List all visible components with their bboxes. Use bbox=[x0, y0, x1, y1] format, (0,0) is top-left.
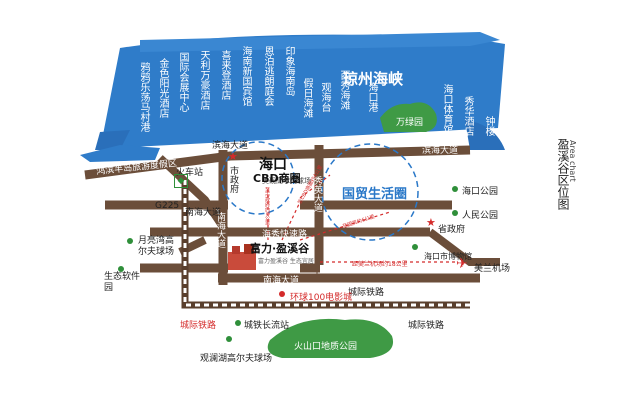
park-huoshan-label: 火山口地质公园 bbox=[294, 342, 358, 352]
road-nanhai-mid: 南海大道 bbox=[263, 276, 300, 286]
railway bbox=[181, 180, 470, 309]
map-subtitle: Area chart bbox=[568, 140, 577, 182]
city-hall-star: ★ bbox=[228, 150, 238, 163]
dist-city-hall: 至市政府约6公里 bbox=[264, 187, 270, 226]
airplane-icon: ✈ bbox=[456, 256, 468, 272]
poi-item: 国际会展中心 bbox=[177, 52, 188, 112]
project-building bbox=[228, 244, 256, 270]
dist-airport: 距美兰机场约18公里 bbox=[352, 261, 408, 268]
wanlv-park bbox=[380, 102, 437, 132]
road-railway-tag: 城际铁路 bbox=[348, 288, 385, 298]
circle-cbd bbox=[221, 141, 295, 215]
road-network bbox=[84, 145, 500, 285]
huanqiu-label: 环球100电影城 bbox=[290, 293, 353, 303]
huoshan-park bbox=[267, 318, 394, 358]
distance-lines bbox=[267, 174, 455, 263]
museum-label: 海口市博物馆 bbox=[424, 252, 472, 261]
sea-name: 琼州海峡 bbox=[343, 70, 404, 88]
museum-dot bbox=[412, 244, 418, 250]
people-park-label: 人民公园 bbox=[462, 211, 499, 221]
shengtai-label: 生态软件园 bbox=[104, 272, 141, 293]
road-g225: G225 bbox=[155, 201, 180, 211]
shengtai-dot bbox=[118, 266, 124, 272]
haikou-park-label: 海口公园 bbox=[462, 187, 499, 197]
poi-item: 海口体育馆 bbox=[441, 84, 452, 134]
train-station-label: 火车站 bbox=[176, 168, 204, 178]
huanqiu-dot bbox=[279, 291, 285, 297]
yuelang-dot bbox=[127, 238, 133, 244]
road-binhai-left: 滨海大道 bbox=[212, 141, 249, 151]
poi-item: 秀华酒店 bbox=[462, 96, 473, 136]
yuelang-label: 月亮湾高尔夫球场 bbox=[138, 236, 175, 257]
poi-item: 天利万豪酒店 bbox=[198, 50, 209, 110]
road-binhai-right: 滨海大道 bbox=[422, 146, 459, 156]
poi-item: 喜来登酒店 bbox=[219, 50, 230, 100]
poi-item: 海南新国宾馆 bbox=[240, 46, 251, 106]
poi-item: 印象海南岛 bbox=[283, 46, 294, 96]
project-subtitle: 富力盈溪谷 生态宜居 bbox=[258, 258, 314, 265]
road-nanhai-low: 南海大道 bbox=[185, 208, 222, 218]
road-xiuying: 秀英大道 bbox=[312, 176, 322, 212]
poi-item: 恩泊逃朗庭会 bbox=[262, 46, 273, 106]
road-railway: 城际铁路 bbox=[180, 321, 217, 331]
road-nanhai-vert: 南海大道 bbox=[215, 212, 225, 248]
poi-item: 海口港 bbox=[366, 82, 377, 112]
park-wanlv-label: 万绿园 bbox=[396, 118, 424, 128]
road-meiling: 美砚高尔夫球场 bbox=[262, 177, 311, 185]
people-park-dot bbox=[452, 210, 458, 216]
poi-item: 金色阳光酒店 bbox=[157, 58, 168, 118]
poi-item: 假日海滩 bbox=[301, 78, 312, 118]
prov-gov-label: 省政府 bbox=[438, 225, 466, 235]
map-title: 盈溪谷区位图 bbox=[556, 138, 570, 210]
prov-gov-star: ★ bbox=[426, 216, 436, 229]
guanlan-dot bbox=[226, 336, 232, 342]
meilan-label: 美兰机场 bbox=[474, 264, 511, 274]
cbd-title-line2: CBD商圈 bbox=[253, 172, 301, 185]
road-xiuxiu: 海秀快速路 bbox=[262, 230, 308, 240]
poi-item: 观海台 bbox=[319, 82, 330, 112]
poi-item: 西秀海滩 bbox=[338, 70, 349, 110]
changliu-dot bbox=[235, 320, 241, 326]
trade-circle-title: 国贸生活圈 bbox=[342, 187, 408, 202]
changliu-label: 城铁长流站 bbox=[244, 321, 290, 331]
city-hall-label: 市政府 bbox=[228, 166, 238, 193]
cbd-title-line1: 海口 bbox=[259, 157, 287, 173]
haikou-park-dot bbox=[452, 186, 458, 192]
project-box bbox=[224, 227, 318, 277]
project-name: 富力·盈溪谷 bbox=[250, 242, 310, 255]
circle-trade bbox=[321, 143, 419, 241]
poi-item: 钟楼 bbox=[483, 116, 494, 136]
train-station-icon: ◆ bbox=[174, 174, 188, 188]
guanlan-label: 观澜湖高尔夫球场 bbox=[200, 354, 273, 364]
poi-item: 鸦鸦乐荡马村港 bbox=[138, 62, 149, 132]
road-railway-right: 城际铁路 bbox=[408, 321, 445, 331]
